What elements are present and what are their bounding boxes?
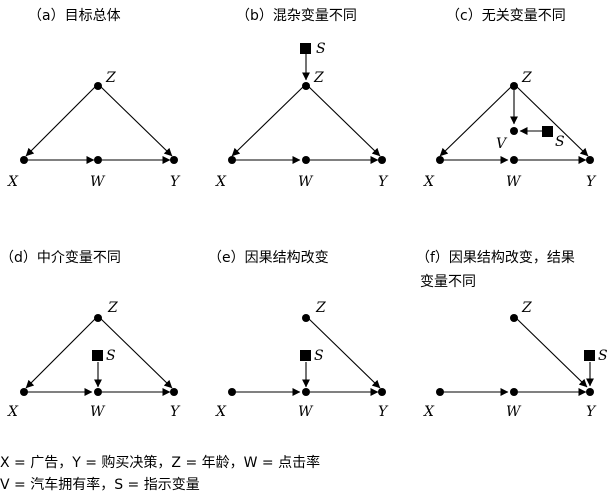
label-w: W <box>90 404 106 420</box>
panel-b-title: （b）混杂变量不同 <box>236 8 357 24</box>
edge-z-y <box>307 85 381 157</box>
label-z: Z <box>107 300 118 316</box>
node-y <box>378 156 386 164</box>
diagram-e: Z S X W Y <box>215 300 389 420</box>
edge-z-y <box>99 317 173 389</box>
node-v <box>510 127 518 135</box>
label-y: Y <box>378 404 389 420</box>
edge-z-x <box>439 85 513 157</box>
node-w <box>510 388 518 396</box>
legend-line-2: V = 汽车拥有率，S = 指示变量 <box>0 477 200 493</box>
node-z <box>94 82 102 90</box>
node-w <box>94 388 102 396</box>
edge-z-x <box>231 85 305 157</box>
panel-f-title-line1: （f）因果结构改变，结果 <box>416 250 575 266</box>
label-y: Y <box>378 174 389 190</box>
panel-d-title: （d）中介变量不同 <box>0 250 121 266</box>
selection-node-s <box>300 43 311 54</box>
node-y <box>378 388 386 396</box>
label-x: X <box>7 174 19 190</box>
node-y <box>586 388 594 396</box>
diagram-a: Z X W Y <box>7 70 181 190</box>
node-x <box>20 156 28 164</box>
label-x: X <box>215 404 227 420</box>
diagram-d: Z S X W Y <box>7 300 181 420</box>
panel-a-title: （a）目标总体 <box>28 8 121 24</box>
panel-c-title: （c）无关变量不同 <box>446 8 566 24</box>
diagram-c: Z V S X W Y <box>423 70 597 190</box>
label-y: Y <box>586 404 597 420</box>
label-y: Y <box>170 404 181 420</box>
node-z <box>302 314 310 322</box>
label-w: W <box>298 404 314 420</box>
panel-f-title-line2: 变量不同 <box>420 274 476 290</box>
edge-z-y <box>515 85 589 157</box>
node-x <box>436 156 444 164</box>
label-x: X <box>7 404 19 420</box>
label-s: S <box>106 348 116 364</box>
label-s: S <box>555 134 565 150</box>
edge-z-x <box>25 85 97 157</box>
node-w <box>302 388 310 396</box>
node-z <box>510 82 518 90</box>
node-z <box>302 82 310 90</box>
node-x <box>228 388 236 396</box>
label-y: Y <box>170 174 181 190</box>
node-w <box>94 156 102 164</box>
node-x <box>228 156 236 164</box>
node-y <box>586 156 594 164</box>
label-s: S <box>314 348 324 364</box>
node-z <box>94 314 102 322</box>
node-w <box>510 156 518 164</box>
label-s: S <box>598 348 608 364</box>
node-y <box>170 156 178 164</box>
label-s: S <box>316 41 326 57</box>
edge-z-y <box>515 317 588 388</box>
diagram-b: S Z X W Y <box>215 41 389 190</box>
node-x <box>436 388 444 396</box>
edge-z-x <box>25 317 97 389</box>
node-y <box>170 388 178 396</box>
label-y: Y <box>586 174 597 190</box>
label-x: X <box>423 404 435 420</box>
label-x: X <box>423 174 435 190</box>
label-x: X <box>215 174 227 190</box>
label-z: Z <box>315 300 326 316</box>
node-z <box>510 314 518 322</box>
label-w: W <box>506 404 522 420</box>
edge-z-y <box>307 317 381 389</box>
selection-node-s <box>92 350 103 361</box>
label-w: W <box>90 174 106 190</box>
label-w: W <box>506 174 522 190</box>
diagram-f: Z S X W Y <box>423 300 608 420</box>
node-x <box>20 388 28 396</box>
edge-z-y <box>99 85 173 157</box>
selection-node-s <box>584 350 595 361</box>
label-v: V <box>496 136 508 152</box>
label-z: Z <box>105 70 116 86</box>
label-z: Z <box>521 70 532 86</box>
selection-node-s <box>542 126 553 137</box>
label-z: Z <box>313 70 324 86</box>
node-w <box>302 156 310 164</box>
label-w: W <box>298 174 314 190</box>
legend-line-1: X = 广告，Y = 购买决策，Z = 年龄，W = 点击率 <box>0 455 321 471</box>
label-z: Z <box>521 300 532 316</box>
selection-node-s <box>300 350 311 361</box>
panel-e-title: （e）因果结构改变 <box>208 250 329 266</box>
